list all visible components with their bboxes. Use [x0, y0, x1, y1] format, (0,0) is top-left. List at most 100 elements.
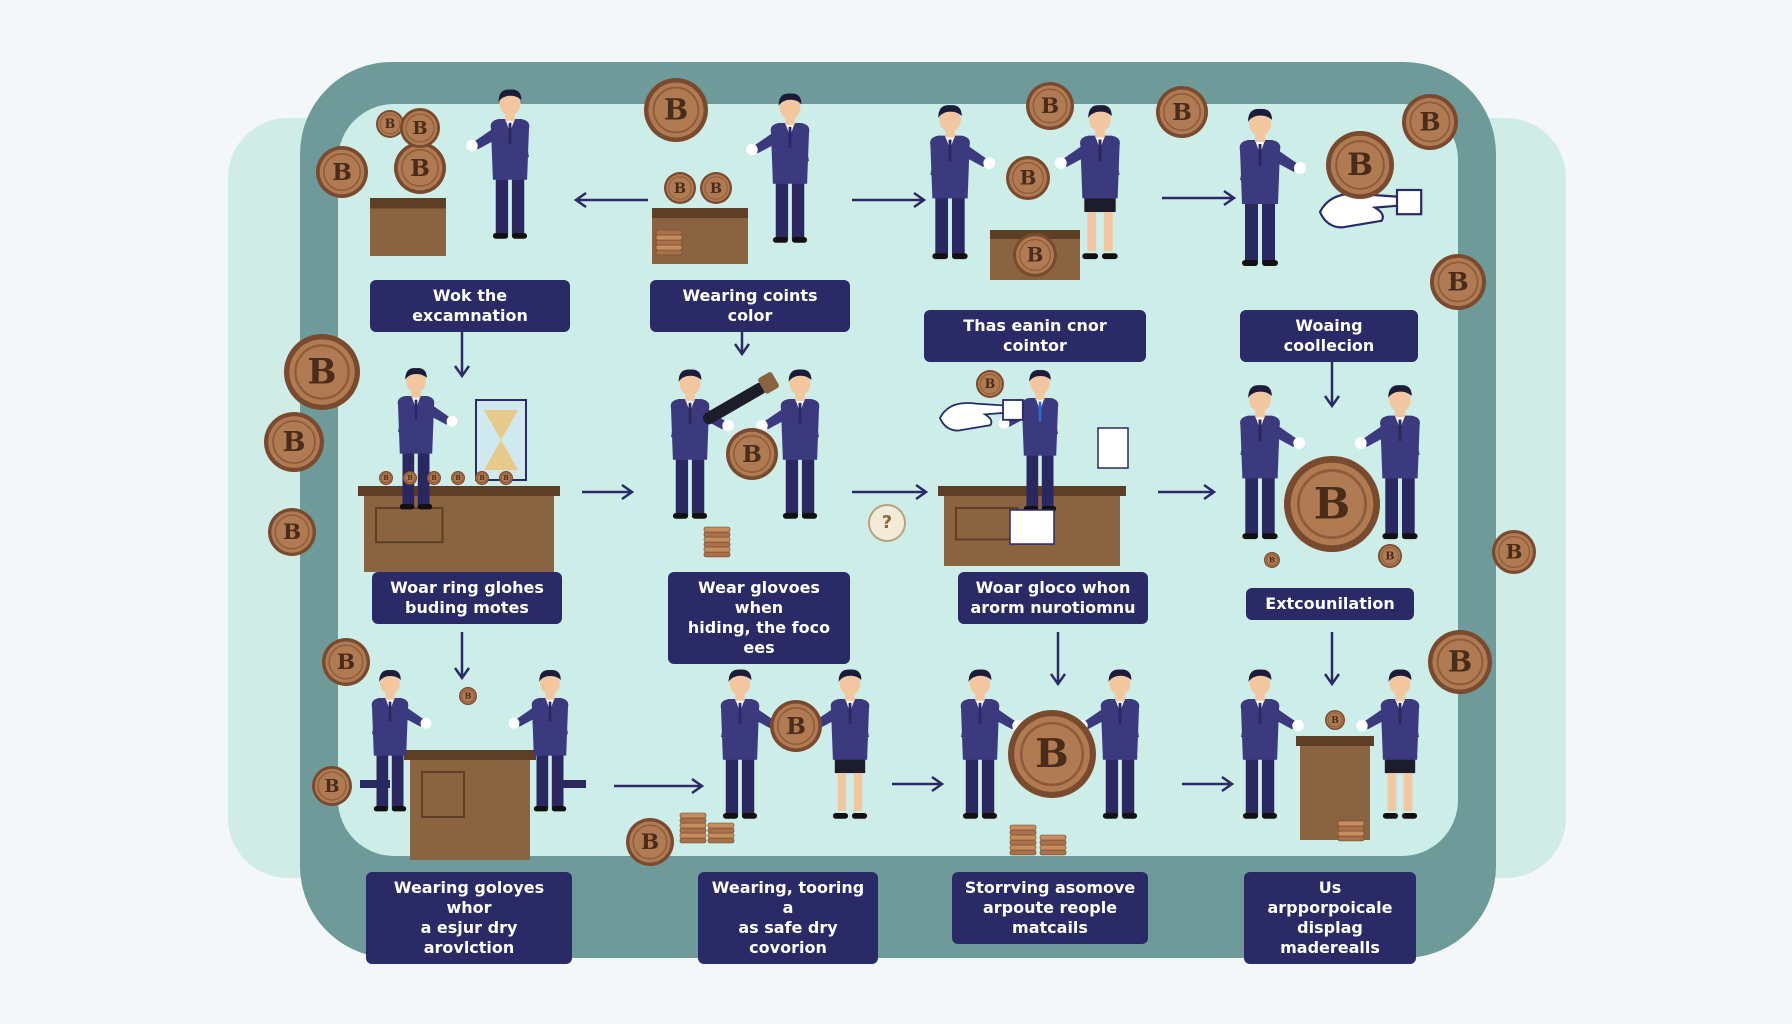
coin-icon: B: [700, 172, 732, 204]
svg-text:B: B: [1314, 478, 1351, 529]
coin-icon: B: [1402, 94, 1458, 150]
coin-icon: B: [475, 471, 489, 485]
person-icon: [1076, 669, 1140, 819]
arrow-step8-to-step12: [1323, 632, 1341, 687]
svg-text:B: B: [1448, 645, 1472, 679]
step-5-caption-line-2: buding motes: [405, 598, 529, 617]
step-9-caption: Wearing goloyes whor a esjur dry arovlct…: [366, 872, 572, 964]
step-7-caption-line-2: arorm nurotiomnu: [970, 598, 1136, 617]
step-3-caption-line: Thas eanin cnor cointor: [963, 316, 1107, 355]
step-5-caption-line-1: Woar ring glohes: [390, 578, 544, 597]
svg-text:B: B: [710, 180, 722, 197]
coin-icon: B: [400, 108, 440, 148]
step-11-caption-line-2: arpoute reople matcails: [982, 898, 1118, 937]
svg-text:B: B: [283, 427, 306, 458]
person-icon: [998, 370, 1059, 512]
step-6-caption: Wear glovoes when hiding, the foco ees: [668, 572, 850, 664]
svg-text:B: B: [1041, 94, 1059, 119]
coin-stack: [1337, 820, 1365, 842]
svg-text:B: B: [1331, 716, 1339, 726]
coin-icon: B: [726, 428, 778, 480]
step-11: B Storrving asomove arpoute reople matca…: [940, 660, 1170, 944]
coin-icon: B: [1325, 710, 1345, 730]
arrow-step5-to-step6: [582, 483, 635, 501]
coin-icon: B: [1430, 254, 1486, 310]
svg-text:B: B: [786, 712, 806, 740]
person-icon: [1239, 108, 1306, 266]
coin-icon: B: [1378, 544, 1402, 568]
arrow-step11-to-step12: [1182, 775, 1235, 793]
svg-text:B: B: [1419, 106, 1440, 136]
step-6-caption-line-1: Wear glovoes when: [698, 578, 820, 617]
arrow-step2-to-step3: [852, 191, 927, 209]
coin-handover-scene: BB: [370, 89, 530, 256]
svg-text:B: B: [1385, 550, 1394, 563]
svg-text:B: B: [385, 116, 396, 131]
step-3-caption: Thas eanin cnor cointor: [924, 310, 1146, 362]
podium-top: [1296, 736, 1374, 746]
floating-coin-icon: B: [1430, 254, 1486, 310]
coin-icon: B: [644, 78, 708, 142]
person-icon: [371, 670, 432, 812]
coin-icon: B: [1006, 156, 1050, 200]
arrow-step7-to-step8: [1158, 483, 1217, 501]
desk: [358, 486, 560, 572]
desk: [404, 750, 536, 860]
step-12-caption: Us arpporpoicale displag maderealls: [1244, 872, 1416, 964]
person-icon: [746, 93, 810, 243]
coin-icon: B: [1428, 630, 1492, 694]
arrow-step10-to-step11: [892, 775, 945, 793]
document-sheet: [1097, 427, 1129, 469]
coin-icon: B: [1026, 82, 1074, 130]
floating-coin-icon: B: [312, 766, 352, 806]
coin-icon: B: [379, 471, 393, 485]
svg-text:B: B: [503, 475, 508, 482]
office-desk-scene: B: [938, 370, 1129, 566]
person-icon: [1054, 105, 1120, 260]
arrow-step6-to-step7: [852, 483, 929, 501]
floating-coin-icon: B: [1026, 82, 1074, 130]
svg-text:B: B: [1506, 540, 1523, 564]
coin-exchange-scene: B: [679, 669, 870, 844]
magnifier-head: [758, 372, 779, 394]
svg-text:B: B: [412, 118, 427, 139]
svg-text:B: B: [479, 475, 484, 482]
floating-coin-icon: B: [400, 108, 440, 148]
coin-icon: B: [459, 687, 477, 705]
floating-coin-icon: B: [1156, 86, 1208, 138]
svg-text:B: B: [742, 440, 762, 468]
step-10-caption-line-2: as safe dry covorion: [738, 918, 838, 957]
question-badge-icon: ?: [868, 504, 906, 542]
step-4-caption-line: Woaing coollecion: [1283, 316, 1375, 355]
arrow-step9-to-step10: [614, 777, 705, 795]
coin-icon: B: [1264, 552, 1280, 568]
floating-coin-icon: B: [268, 508, 316, 556]
svg-text:B: B: [283, 520, 301, 545]
floating-coin-icon: B: [1402, 94, 1458, 150]
step-8-caption-line: Extcounilation: [1265, 594, 1395, 613]
two-people-inspection-scene: BB: [930, 105, 1120, 280]
person-icon: [1240, 669, 1304, 819]
step-10-caption-line-1: Wearing, tooring a: [711, 878, 865, 917]
person-icon: [670, 369, 734, 519]
coin-icon: B: [1492, 530, 1536, 574]
magnifier-handle: [702, 382, 766, 425]
step-10: B Wearing, tooring a as safe dry covorio…: [679, 660, 920, 964]
step-2-caption-line: Wearing coints color: [682, 286, 818, 325]
floating-coin-icon: B: [626, 818, 674, 866]
floating-coin-icon: B: [284, 334, 360, 410]
person-icon: [1356, 669, 1420, 819]
coin-stack: [1039, 834, 1067, 856]
person-icon: [756, 369, 820, 519]
coin-icon: B: [268, 508, 316, 556]
svg-text:B: B: [431, 475, 436, 482]
coin-stack: [655, 229, 683, 256]
step-9-caption-line-1: Wearing goloyes whor: [393, 878, 545, 917]
svg-text:B: B: [324, 776, 339, 797]
coin-icon: B: [394, 142, 446, 194]
svg-text:B: B: [407, 475, 412, 482]
svg-text:B: B: [383, 475, 388, 482]
svg-text:B: B: [410, 154, 430, 182]
